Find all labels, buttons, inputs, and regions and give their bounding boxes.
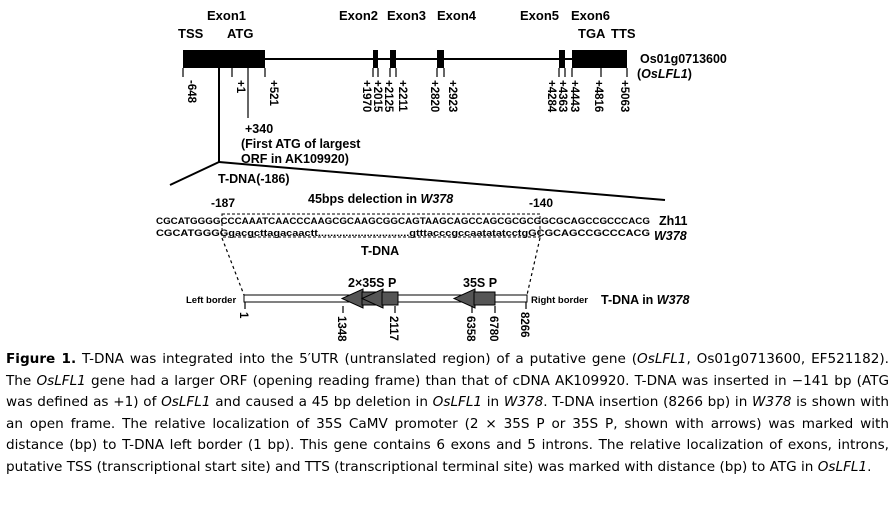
- deletion-text: 45bps delection in: [308, 192, 421, 206]
- orf-position: +340: [245, 122, 273, 136]
- caption-text: in: [482, 394, 504, 410]
- atg-label: ATG: [227, 26, 253, 41]
- gene-tick-label: +1970: [360, 80, 372, 112]
- caption-text: and caused a 45 bp deletion in: [210, 394, 433, 410]
- exon5-label: Exon5: [520, 8, 559, 23]
- gene-name-label: (OsLFL1): [637, 67, 692, 81]
- caption-text: T-DNA was integrated into the 5′UTR (unt…: [76, 351, 638, 367]
- exon3-label: Exon3: [387, 8, 426, 23]
- tga-label: TGA: [578, 26, 606, 41]
- promoter-arrow-1: [340, 288, 364, 309]
- zh11-label: Zh11: [659, 214, 688, 228]
- right-border-label: Right border: [531, 295, 588, 306]
- orf-note-line1: (First ATG of largest: [241, 137, 361, 151]
- deletion-right-pos: -140: [529, 196, 553, 210]
- gene-tick-label: +521: [267, 80, 279, 107]
- caption-label: Figure 1.: [6, 351, 77, 367]
- tdna-tick-label: 8266: [518, 312, 530, 338]
- caption-gene-name: OsLFL1: [432, 394, 483, 410]
- deletion-box: [221, 213, 541, 238]
- w378-sequence: CGCATGGGGgacgcttagacaactt...............…: [156, 228, 650, 238]
- tdna-title-line: W378: [657, 293, 690, 307]
- expansion-line-left: [221, 237, 245, 296]
- left-border-label: Left border: [186, 295, 236, 306]
- deletion-label: 45bps delection in W378: [308, 192, 453, 206]
- tdna-tick-labels: 1 1348 2117 6358 6780 8266: [237, 312, 530, 342]
- figure-diagram: Exon1 Exon2 Exon3 Exon4 Exon5 Exon6 TSS …: [156, 8, 727, 342]
- caption-text: gene had a larger ORF (opening reading f…: [6, 372, 890, 411]
- promoter-arrow-3: [452, 288, 476, 309]
- promoter-arrow-2-body: [381, 291, 399, 306]
- tdna-label: T-DNA: [361, 244, 399, 258]
- caption-gene-name: OsLFL1: [161, 394, 211, 410]
- caption-line-name: W378: [503, 394, 544, 410]
- gene-tick-label: +1: [234, 80, 246, 94]
- gene-tick-label: +2211: [396, 80, 408, 112]
- tdna-tick-label: 6358: [464, 316, 476, 342]
- promoter-label-double: 2×35S P: [348, 276, 396, 290]
- exon6-label: Exon6: [571, 8, 610, 23]
- gene-tick-label: +5063: [618, 80, 630, 112]
- caption-gene-name: OsLFL1: [637, 351, 687, 367]
- caption-text: .: [867, 458, 872, 475]
- orf-note-line2: ORF in AK109920): [241, 152, 349, 166]
- gene-tick-label: +4816: [592, 80, 604, 112]
- w378-label: W378: [654, 229, 687, 243]
- tdna-title: T-DNA in W378: [601, 293, 689, 307]
- caption-text: . T-DNA insertion (8266 bp) in: [543, 394, 753, 410]
- exon4-label: Exon4: [437, 8, 477, 23]
- tss-label: TSS: [178, 26, 204, 41]
- exon4-box: [437, 50, 444, 68]
- caption-gene-name: OsLFL1: [36, 372, 86, 389]
- exon2-label: Exon2: [339, 8, 378, 23]
- tts-label: TTS: [611, 26, 636, 41]
- tdna-ticks: [244, 302, 527, 313]
- zh11-sequence: CGCATGGGGCCCAAATCAACCCAAGCGCAAGCGGCAGTAA…: [156, 216, 650, 226]
- tdna-insertion-label: T-DNA(-186): [218, 172, 290, 186]
- deletion-line: W378: [421, 192, 454, 206]
- gene-name: OsLFL1: [641, 67, 688, 81]
- tdna-tick-label: 2117: [387, 316, 399, 341]
- promoter-arrow-3-body: [473, 291, 496, 306]
- promoter-label-single: 35S P: [463, 276, 497, 290]
- tdna-title-text: T-DNA in: [601, 293, 657, 307]
- exon2-box: [373, 50, 378, 68]
- gene-tick-label: +2820: [428, 80, 440, 112]
- tdna-tick-label: 1: [237, 312, 249, 319]
- caption-gene-name: OsLFL1: [817, 458, 868, 475]
- expansion-line-right: [526, 237, 541, 296]
- exon1-label: Exon1: [207, 8, 246, 23]
- gene-id: Os01g0713600: [640, 52, 727, 66]
- gene-tick-label: +4363: [556, 80, 568, 112]
- exon6-box: [572, 50, 627, 68]
- caption-text: is shown with an open frame. The relativ…: [6, 394, 890, 475]
- gene-tick-label: +4443: [568, 80, 580, 112]
- exon3-box: [390, 50, 396, 68]
- gene-tick-label: +2125: [382, 80, 394, 113]
- figure-caption: Figure 1. T-DNA was integrated into the …: [6, 349, 889, 478]
- zoom-line-left: [169, 161, 220, 186]
- deletion-left-pos: -187: [211, 196, 235, 210]
- gene-tick-labels: -648 +1 +521 +1970 +2015 +2125 +2211 +28…: [185, 80, 630, 113]
- caption-line-name: W378: [752, 394, 792, 410]
- tdna-tick-label: 6780: [487, 316, 499, 342]
- tdna-tick-label: 1348: [335, 316, 347, 342]
- gene-tick-label: -648: [185, 80, 197, 104]
- gene-tick-label: +4284: [545, 80, 557, 113]
- gene-tick-label: +2015: [371, 80, 383, 113]
- gene-tick-label: +2923: [446, 80, 458, 112]
- zoom-line-right: [218, 161, 666, 201]
- gene-ticks: [182, 68, 628, 77]
- caption-text: , Os01g0713600, EF521182). The: [6, 351, 889, 389]
- exon5-box: [559, 50, 565, 68]
- exon1-box: [183, 50, 265, 68]
